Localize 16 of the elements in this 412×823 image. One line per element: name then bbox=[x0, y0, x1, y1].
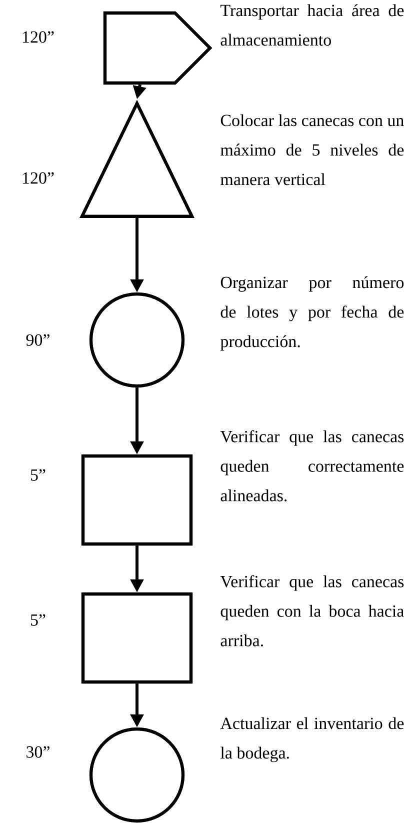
duration-label: 5” bbox=[30, 614, 46, 626]
duration-label: 30” bbox=[26, 746, 50, 758]
circle-symbol bbox=[89, 292, 185, 388]
step-description: Verificar que las canecas queden correctamente alineadas. bbox=[220, 430, 404, 502]
duration-label: 90” bbox=[26, 334, 50, 346]
step-description: Actualizar el inventario de la bodega. bbox=[220, 717, 404, 762]
step-description: Transportar hacia área de almacenamiento bbox=[220, 4, 404, 46]
step-description: Colocar las canecas con un máximo de 5 niveles de manera vertical bbox=[220, 114, 404, 186]
rectangle-symbol bbox=[81, 592, 193, 684]
duration-label: 120” bbox=[22, 172, 54, 184]
duration-label: 5” bbox=[30, 469, 46, 481]
rectangle-symbol bbox=[81, 454, 193, 546]
duration-label: 120” bbox=[22, 31, 54, 43]
circle-symbol bbox=[89, 727, 185, 823]
step-description: Verificar que las canecas queden con la boca hacia arriba. bbox=[220, 575, 404, 646]
step-description: Organizar por número de lotes y por fecha de producción. bbox=[220, 276, 404, 351]
